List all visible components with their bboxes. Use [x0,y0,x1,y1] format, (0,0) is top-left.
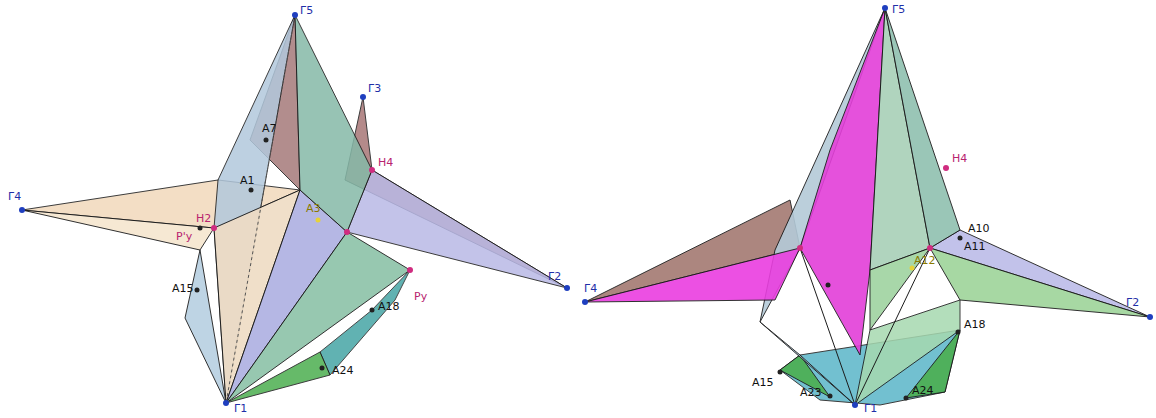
point-label: A1 [240,174,255,187]
point-label: A18 [378,300,400,313]
point-label: A24 [912,384,934,397]
point-label: A12 [914,254,936,267]
point-label: Γ4 [584,282,597,295]
point-label: A15 [752,376,774,389]
point-label: A18 [964,318,986,331]
point-label: A23 [800,386,822,399]
point-label: A11 [964,240,986,253]
point-label: Γ2 [548,270,561,283]
right-polyhedron [585,8,1150,405]
point-label: Γ5 [892,3,905,16]
point-label: Γ5 [300,4,313,17]
point-label: A24 [332,364,354,377]
point-label: A10 [968,222,990,235]
left-polyhedron [22,15,567,403]
point-label: Γ1 [234,402,247,415]
right-points [582,5,1153,408]
point-label: Γ2 [1126,296,1139,309]
point-label: Γ4 [8,190,21,203]
point-label: Py [414,290,427,303]
point-label: P'y [176,230,192,243]
point-label: H4 [952,152,967,165]
point-label: A3 [306,202,321,215]
point-label: A15 [172,282,194,295]
left-points [19,12,570,406]
point-label: Γ3 [368,82,381,95]
point-label: A7 [262,122,277,135]
point-label: Γ1 [864,402,877,415]
point-label: H2 [196,212,211,225]
point-label: H4 [378,156,393,169]
